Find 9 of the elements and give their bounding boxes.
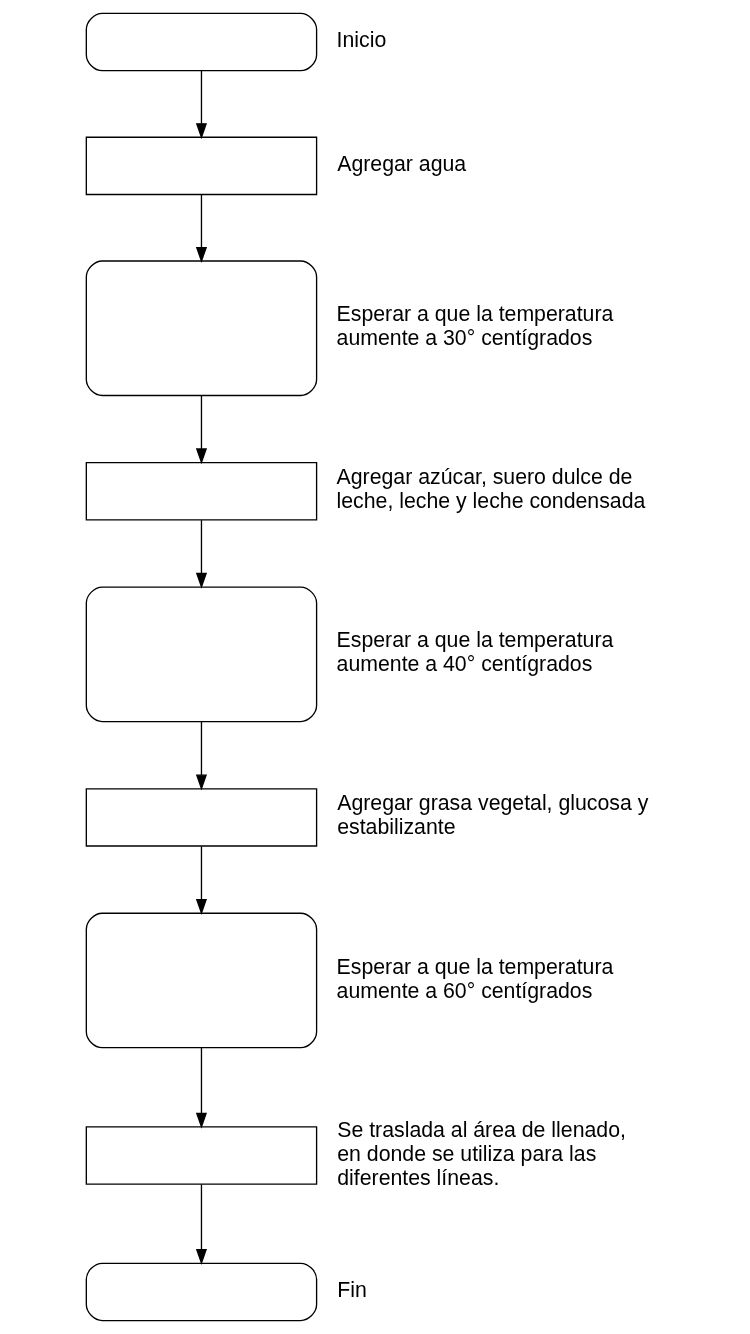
node-label: Agregar grasa vegetal, glucosa y estabilizante [336, 791, 648, 840]
node-label: Fin [336, 1278, 367, 1302]
node-label: Esperar a que la temperatura aumente a 60° centígrados [336, 954, 613, 1003]
node-label: Esperar a que la temperatura aumente a 40° centígrados [336, 628, 613, 677]
node-label: Inicio [336, 28, 386, 53]
node-label: Se traslada al área de llenado, en donde se utiliza para las diferentes líneas. [336, 1117, 626, 1190]
node-label: Agregar agua [336, 151, 466, 176]
node-label: Agregar azúcar, suero dulce de leche, leche y leche condensada [336, 465, 645, 514]
node-label: Esperar a que la temperatura aumente a 30° centígrados [336, 302, 613, 351]
